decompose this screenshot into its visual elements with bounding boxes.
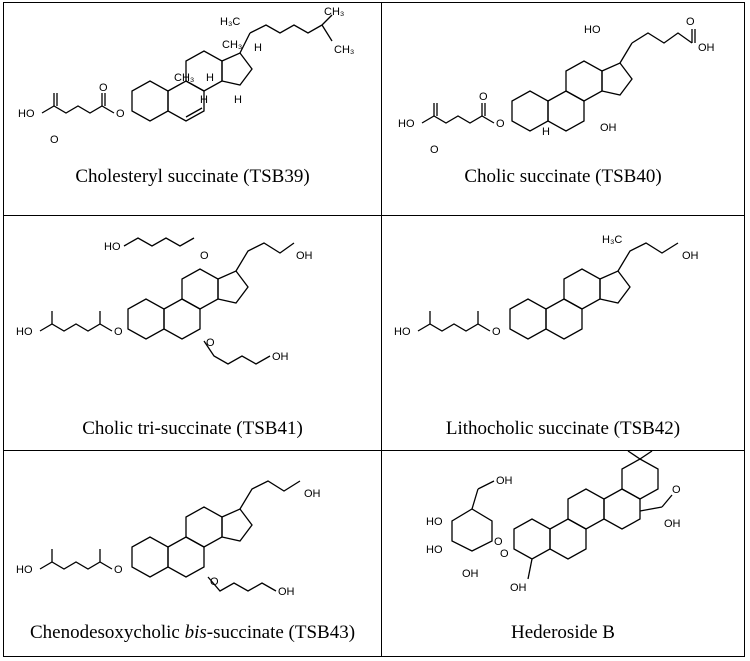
caption: Cholic succinate (TSB40) — [464, 166, 662, 187]
caption: Lithocholic succinate (TSB42) — [445, 418, 681, 439]
oh-label: OH — [304, 488, 321, 500]
cell-cholic-succinate: HO O O O HO OH O OH H Cholic succinate (… — [382, 3, 744, 216]
o-label: O — [496, 118, 505, 130]
ho-label: HO — [394, 326, 411, 338]
o-label: O — [686, 16, 695, 28]
caption-part: -succinate (TSB43) — [206, 622, 356, 643]
caption: Hederoside B — [511, 622, 615, 643]
ch3-label: CH₃ — [334, 44, 354, 56]
o-label: O — [430, 144, 439, 156]
ho-label: HO — [16, 326, 33, 338]
o-label: O — [114, 326, 123, 338]
h-label: H — [200, 94, 208, 106]
h3c-label: H₃C — [220, 16, 240, 28]
h-label: H — [206, 72, 214, 84]
oh-label: HO — [584, 24, 601, 36]
oh-label: OH — [278, 586, 295, 598]
oh-label: OH — [296, 250, 313, 262]
lithocholic-succinate-structure: HO O H₃C OH — [394, 234, 699, 340]
o-label: O — [500, 548, 509, 560]
o-label: O — [492, 326, 501, 338]
h-label: H — [234, 94, 242, 106]
h3c-label: H₃C — [602, 234, 622, 246]
h-label: H — [542, 126, 550, 138]
ch3-label: CH₃ — [222, 39, 242, 51]
o-label: O — [210, 576, 219, 588]
o-label: O — [50, 134, 59, 146]
cholesteryl-succinate-structure: HO O O O H₃C CH₃ CH₃ CH₃ CH₃ H H H H — [18, 6, 354, 146]
o-label: O — [479, 91, 488, 103]
cell-hederoside-b: OH HO HO OH O O OH O OH Hederoside B — [382, 451, 744, 656]
oh-label: OH — [510, 582, 527, 594]
cholic-succinate-structure: HO O O O HO OH O OH H — [398, 16, 715, 156]
o-label: O — [494, 536, 503, 548]
caption: Cholic tri-succinate (TSB41) — [82, 418, 303, 439]
cell-chenodesoxycholic-bis-succinate: HO O OH OH O Chenodesoxycholic bis-succi… — [4, 451, 382, 656]
oh-label: OH — [496, 475, 513, 487]
caption: Chenodesoxycholic bis-succinate (TSB43) — [4, 622, 381, 644]
o-label: O — [672, 484, 681, 496]
oh-label: OH — [462, 568, 479, 580]
h-label: H — [254, 42, 262, 54]
oh-label: OH — [600, 122, 617, 134]
ho-label: HO — [104, 241, 121, 253]
caption: Cholesteryl succinate (TSB39) — [75, 166, 310, 187]
oh-label: OH — [272, 351, 289, 363]
caption-italic: bis — [184, 622, 207, 643]
oh-label: OH — [664, 518, 681, 530]
chenodesoxycholic-bis-succinate-structure: HO O OH OH O — [16, 480, 321, 598]
ch3-label: CH₃ — [174, 72, 194, 84]
cholic-tri-succinate-structure: HO O OH HO O OH O — [16, 237, 313, 365]
caption-part: Chenodesoxycholic — [29, 622, 185, 643]
oh-label: OH — [698, 42, 715, 54]
cell-cholic-tri-succinate: HO O OH HO O OH O Cholic tri-succinate (… — [4, 216, 382, 451]
ho-label: HO — [16, 564, 33, 576]
o-label: O — [116, 108, 125, 120]
o-label: O — [114, 564, 123, 576]
o-label: O — [200, 250, 209, 262]
oh-label: OH — [682, 250, 699, 262]
ho-label: HO — [426, 544, 443, 556]
hederoside-b-structure: OH HO HO OH O O OH O OH — [426, 451, 681, 594]
cell-cholesteryl-succinate: HO O O O H₃C CH₃ CH₃ CH₃ CH₃ H H H H — [4, 3, 382, 216]
o-label: O — [99, 82, 108, 94]
ho-label: HO — [398, 118, 415, 130]
ho-label: HO — [18, 108, 35, 120]
o-label: O — [206, 337, 215, 349]
ch3-label: CH₃ — [324, 6, 344, 18]
cell-lithocholic-succinate: HO O H₃C OH Lithocholic succinate (TSB42… — [382, 216, 744, 451]
structure-table: HO O O O H₃C CH₃ CH₃ CH₃ CH₃ H H H H — [3, 2, 745, 657]
ho-label: HO — [426, 516, 443, 528]
